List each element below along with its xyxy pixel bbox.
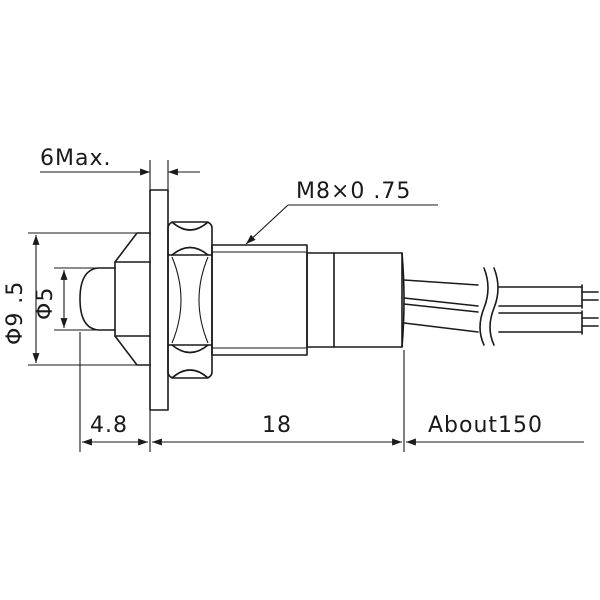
rear-housing — [306, 252, 405, 348]
dim-lens-length-label: 4.8 — [90, 413, 128, 438]
dim-thread-label: M8×0 .75 — [296, 179, 411, 204]
lens-bezel — [79, 232, 151, 366]
dim-lead-length-label: About150 — [428, 413, 543, 438]
mounting-panel — [149, 189, 169, 411]
dimension-lens-diameter — [54, 267, 110, 331]
dim-lens-diameter-label: Φ5 — [33, 287, 58, 320]
dimension-bottom — [79, 332, 584, 452]
dimension-outer-diameter — [28, 232, 140, 366]
dim-body-length-label: 18 — [262, 413, 292, 438]
hex-nut — [167, 221, 213, 379]
lead-wires — [403, 267, 599, 346]
threaded-body — [211, 244, 308, 356]
dim-panel-thickness-label: 6Max. — [40, 146, 111, 171]
dim-outer-diameter-label: Φ9 .5 — [3, 281, 28, 345]
dimension-panel-thickness — [40, 160, 200, 192]
dimension-thread-leader — [245, 204, 438, 245]
